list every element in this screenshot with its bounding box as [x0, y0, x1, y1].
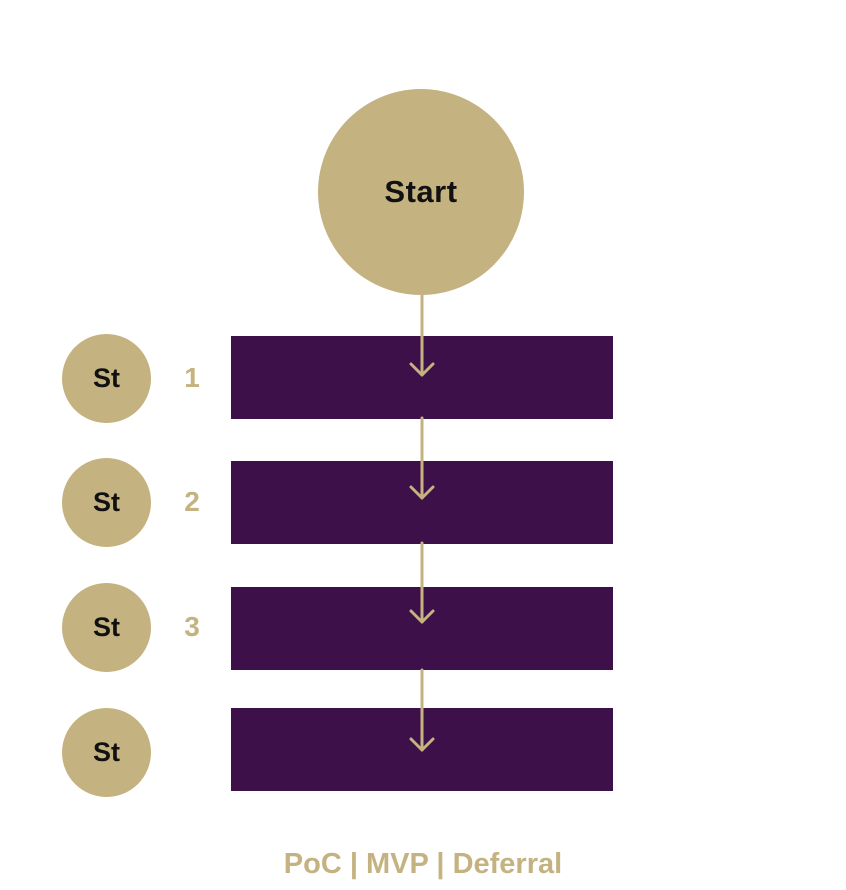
- start-node: Start: [318, 89, 524, 295]
- step-number-3: 3: [184, 611, 200, 642]
- step-badge-label: St: [93, 363, 120, 393]
- step-number-1: 1: [184, 362, 200, 393]
- step-badge-2: St: [62, 458, 151, 547]
- step-badge-3: St: [62, 583, 151, 672]
- step-bar-1: [231, 336, 613, 419]
- step-badge-label: St: [93, 737, 120, 767]
- step-badge-label: St: [93, 487, 120, 517]
- step-badge-4: St: [62, 708, 151, 797]
- step-badge-label: St: [93, 612, 120, 642]
- step-bar-2: [231, 461, 613, 544]
- step-bar-4: [231, 708, 613, 791]
- step-badge-1: St: [62, 334, 151, 423]
- step-number-2: 2: [184, 486, 200, 517]
- step-bar-3: [231, 587, 613, 670]
- start-label: Start: [384, 174, 458, 209]
- footer-caption: PoC | MVP | Deferral: [283, 848, 563, 880]
